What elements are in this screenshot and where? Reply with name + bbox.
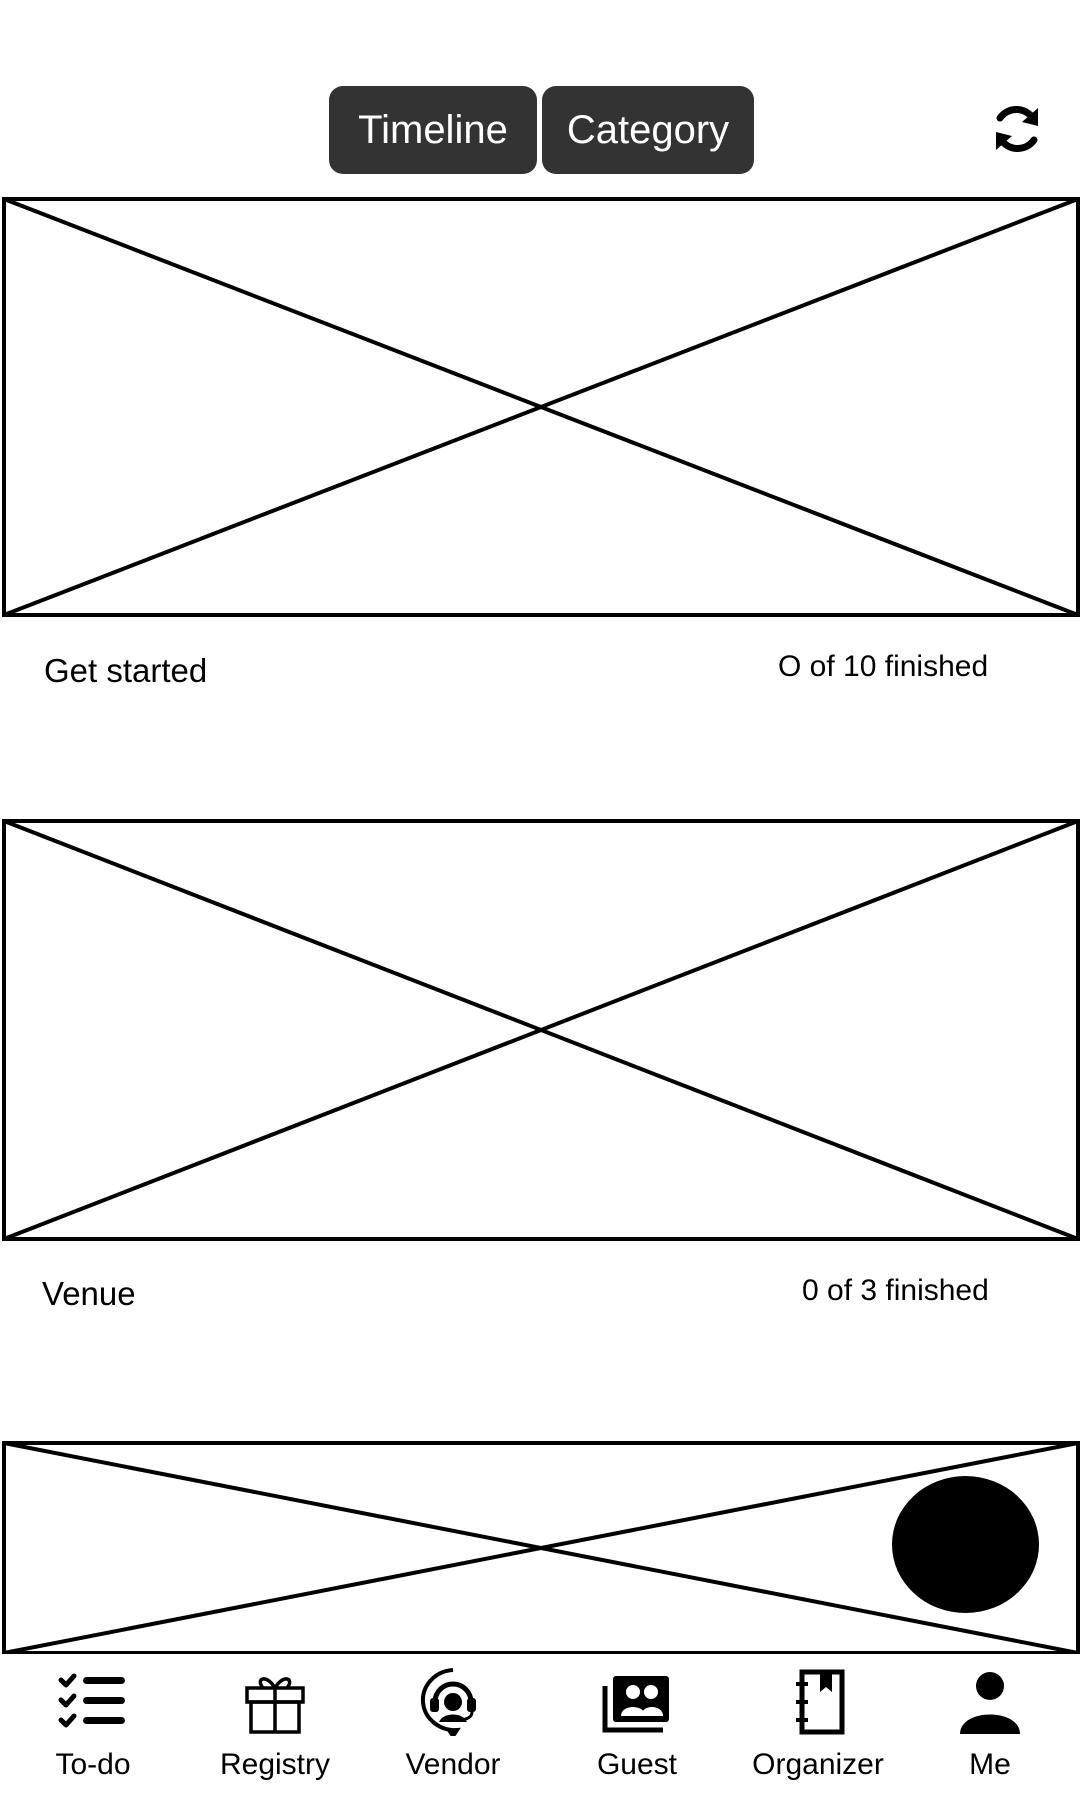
nav-item-organizer[interactable]: Organizer: [743, 1654, 893, 1800]
guests-icon: [601, 1668, 673, 1736]
card-title: Get started: [44, 652, 208, 689]
nav-item-todo[interactable]: To-do: [18, 1654, 168, 1800]
card-progress: O of 10 finished: [778, 650, 989, 683]
tab-timeline-label: Timeline: [358, 107, 508, 152]
nav-item-guest[interactable]: Guest: [562, 1654, 712, 1800]
nav-item-me[interactable]: Me: [915, 1654, 1065, 1800]
nav-label: To-do: [55, 1748, 131, 1781]
nav-label: Registry: [219, 1748, 331, 1781]
person-icon: [954, 1668, 1026, 1736]
nav-item-vendor[interactable]: Vendor: [378, 1654, 528, 1800]
nav-label: Organizer: [752, 1748, 884, 1781]
card-title: Venue: [42, 1275, 136, 1312]
floating-action-button[interactable]: [892, 1476, 1039, 1613]
gift-icon: [239, 1668, 311, 1736]
card-image-placeholder[interactable]: [0, 197, 1080, 617]
tab-category-label: Category: [566, 107, 730, 152]
refresh-button[interactable]: [988, 100, 1046, 158]
bottom-navigation: To-do Registry Vendor: [0, 1654, 1080, 1800]
tab-timeline[interactable]: Timeline: [329, 86, 537, 174]
notebook-icon: [782, 1668, 854, 1736]
nav-label: Guest: [596, 1748, 678, 1781]
checklist-icon: [57, 1668, 129, 1736]
nav-label: Me: [969, 1748, 1011, 1781]
nav-item-registry[interactable]: Registry: [200, 1654, 350, 1800]
nav-label: Vendor: [405, 1748, 501, 1781]
tab-category[interactable]: Category: [542, 86, 754, 174]
card-progress: 0 of 3 finished: [802, 1274, 989, 1307]
headset-icon: [417, 1668, 489, 1736]
refresh-icon: [996, 105, 1038, 153]
card-image-placeholder[interactable]: [0, 819, 1080, 1241]
card-image-placeholder[interactable]: [0, 1441, 1080, 1655]
